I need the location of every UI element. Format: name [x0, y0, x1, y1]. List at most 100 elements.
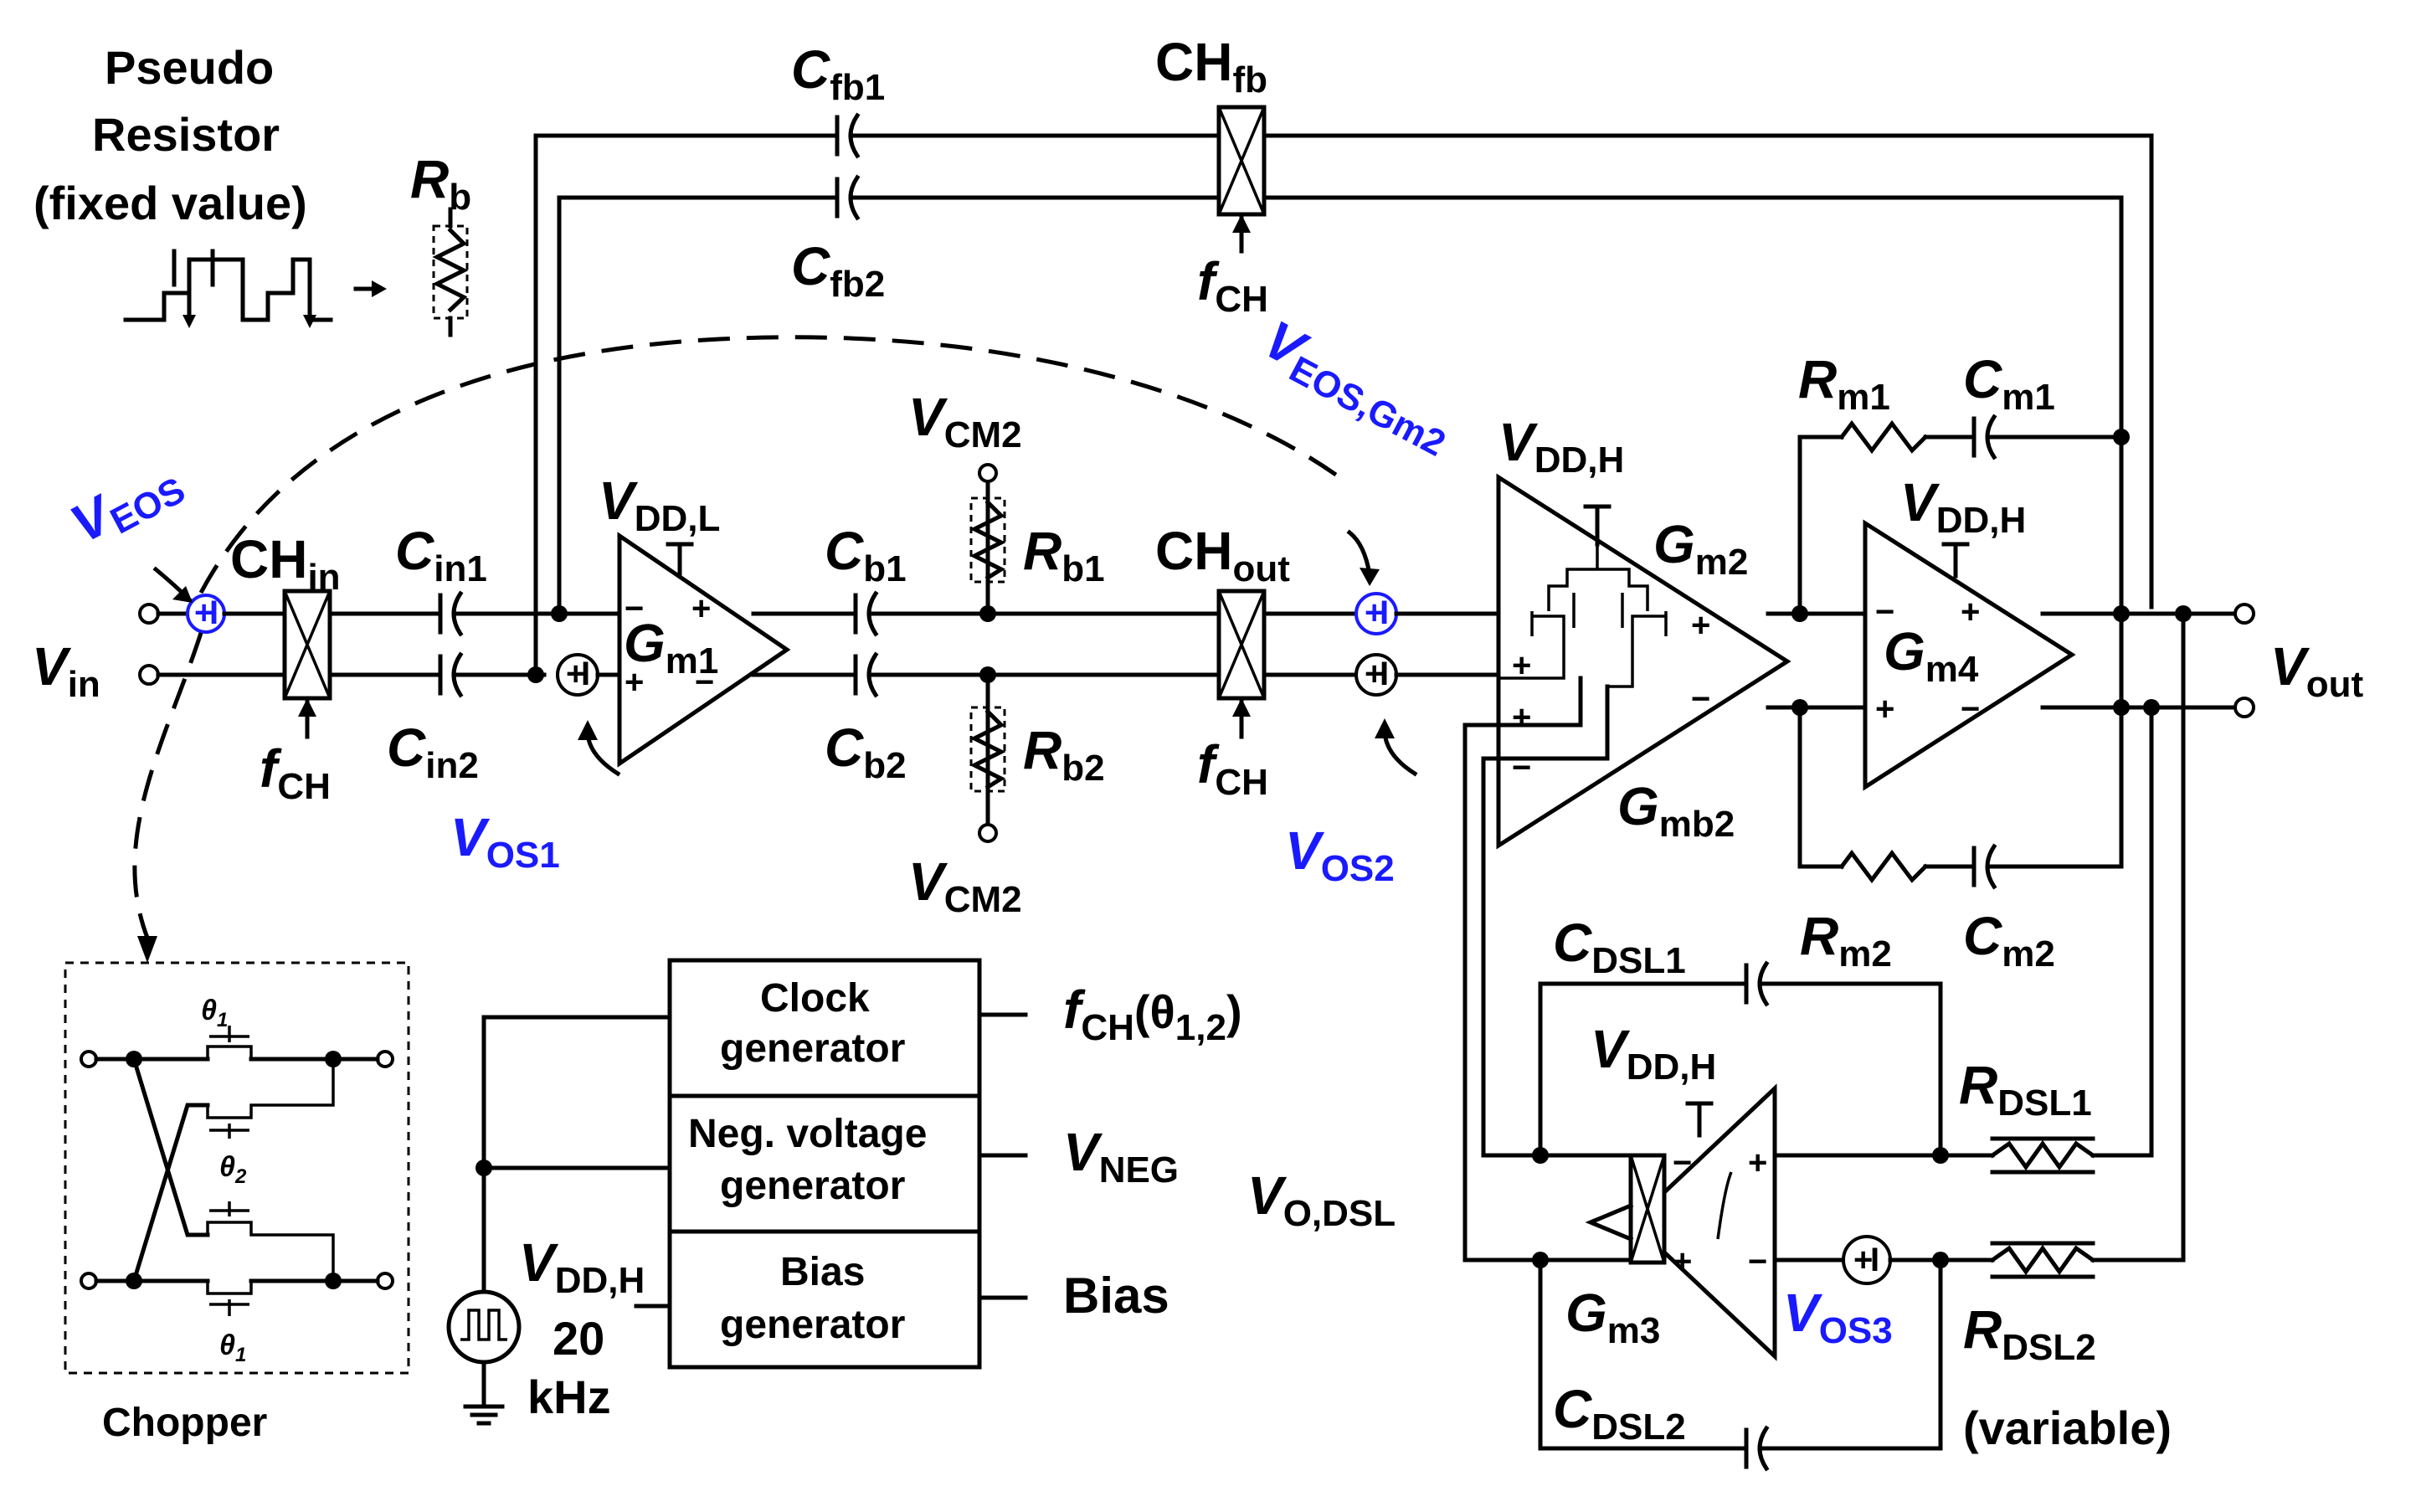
gm2-amp: + − + + − [1496, 473, 1791, 850]
rm2-resistor-icon [1838, 849, 1929, 884]
gm1-triangle [617, 532, 791, 768]
label-rm1: Rm1 [1798, 349, 1890, 418]
feedback-path [533, 105, 2154, 710]
label-theta1-bottom: θ1 [219, 1329, 246, 1366]
svg-text:−: − [1512, 749, 1531, 786]
input-stage: +I +I [138, 566, 622, 777]
label-vdd-h-gm4: VDD,H [1900, 472, 2026, 541]
label-cb2: Cb2 [825, 717, 907, 786]
clock-line2: generator [720, 1026, 905, 1071]
label-vout: Vout [2270, 636, 2363, 705]
text-labels: Pseudo Resistor (fixed value) Rb Cfb1 Cf… [32, 32, 2363, 1454]
gm1-amp: + − + − [617, 532, 791, 768]
label-chin: CHin [230, 529, 341, 598]
label-chfb: CHfb [1155, 32, 1267, 100]
label-vdd-l: VDD,L [599, 471, 720, 539]
gm2-transistor-icon [1498, 544, 1668, 688]
label-bias-output: Bias [1063, 1268, 1169, 1324]
label-rdsl1: RDSL1 [1959, 1055, 2092, 1124]
label-gm4: Gm4 [1884, 621, 1979, 690]
gm3-triangle [1629, 1083, 1777, 1361]
rm1-resistor-icon [1838, 419, 1929, 455]
rdsl1-resistor-icon [1989, 1136, 2096, 1175]
svg-text:+: + [1853, 1242, 1873, 1278]
svg-text:+: + [691, 590, 711, 627]
label-gmb2: Gmb2 [1617, 776, 1735, 845]
svg-text:I: I [1870, 1242, 1879, 1278]
bias-generator-block [667, 1229, 982, 1370]
oscillator-source-icon [446, 1289, 522, 1365]
svg-text:−: − [1691, 681, 1710, 717]
label-gm1: Gm1 [624, 613, 718, 681]
label-cfb1: Cfb1 [791, 39, 885, 108]
gm4-triangle [1863, 519, 2076, 791]
svg-text:+: + [625, 664, 644, 701]
svg-text:+: + [1961, 594, 1980, 630]
label-vin: Vin [32, 636, 100, 705]
label-vos1: VOS1 [450, 807, 560, 876]
label-fch-fb: fCH [1197, 251, 1268, 320]
label-veos: VEOS [61, 448, 192, 559]
label-rb2: Rb2 [1023, 720, 1105, 789]
svg-text:I: I [209, 594, 218, 631]
label-rb1: Rb1 [1023, 521, 1105, 589]
label-cdsl1: CDSL1 [1553, 913, 1686, 981]
svg-text:I: I [1380, 594, 1389, 631]
clock-generator-block [667, 958, 982, 1098]
pseudo-line3: (fixed value) [33, 177, 307, 229]
label-chopper: Chopper [102, 1401, 267, 1445]
bias-line1: Bias [780, 1250, 865, 1294]
bias-line2: generator [720, 1303, 905, 1347]
svg-text:−: − [1875, 594, 1894, 630]
svg-text:+: + [1365, 594, 1384, 631]
label-cm1: Cm1 [1963, 349, 2055, 418]
dsl-loop: − + + − +I [1462, 611, 2186, 1472]
label-fch-theta: fCH(θ1,2) [1063, 980, 1242, 1048]
svg-text:+: + [1365, 656, 1384, 692]
label-rdsl2: RDSL2 [1963, 1299, 2096, 1368]
pseudo-line2: Resistor [92, 108, 280, 161]
chopper-dashed-link [132, 632, 203, 939]
svg-text:+: + [1875, 691, 1894, 728]
middle-stage: +I +I [751, 463, 1518, 843]
svg-text:+: + [566, 656, 585, 692]
label-cdsl2: CDSL2 [1553, 1379, 1686, 1448]
label-fch-out: fCH [1197, 734, 1268, 803]
label-theta1-top: θ1 [201, 995, 228, 1031]
label-vdd-h-bias: VDD,H [519, 1232, 645, 1301]
rdsl2-resistor-icon [1989, 1241, 2096, 1279]
svg-text:+: + [1512, 699, 1531, 736]
generator-blocks [446, 958, 1028, 1426]
svg-text:I: I [581, 656, 590, 692]
label-vos2: VOS2 [1285, 820, 1395, 889]
label-gm3: Gm3 [1565, 1283, 1660, 1351]
label-rdsl2-note: (variable) [1963, 1401, 2172, 1454]
svg-text:−: − [625, 590, 644, 627]
label-vdd-h-gm2: VDD,H [1498, 412, 1624, 481]
eos-dashed-arc [198, 335, 1341, 594]
label-cin2: Cin2 [387, 717, 479, 786]
label-vcm2-top: VCM2 [908, 387, 1022, 455]
label-cb1: Cb1 [825, 521, 907, 589]
label-osc-freq2: kHz [527, 1371, 611, 1423]
svg-text:−: − [1748, 1243, 1767, 1280]
label-rm2: Rm2 [1800, 906, 1892, 975]
rb2-resistor-icon [969, 708, 1006, 790]
label-vneg: VNEG [1063, 1122, 1179, 1191]
svg-text:−: − [1673, 1144, 1692, 1181]
svg-text:+: + [1673, 1243, 1692, 1280]
gm4-amp: − + + − [1766, 414, 2255, 890]
label-vcm2-bottom: VCM2 [908, 851, 1022, 920]
integrator-icon [1716, 1171, 1733, 1240]
label-cfb2: Cfb2 [791, 236, 885, 305]
svg-text:+: + [1691, 607, 1710, 644]
svg-text:+: + [1512, 647, 1531, 684]
label-chout: CHout [1155, 521, 1290, 589]
chopper-frame [64, 961, 410, 1375]
label-cm2: Cm2 [1963, 906, 2055, 975]
clock-line1: Clock [760, 976, 870, 1021]
label-fch-in: fCH [260, 738, 331, 807]
label-theta2: θ2 [219, 1151, 247, 1188]
label-vo-dsl: VO,DSL [1247, 1165, 1396, 1234]
